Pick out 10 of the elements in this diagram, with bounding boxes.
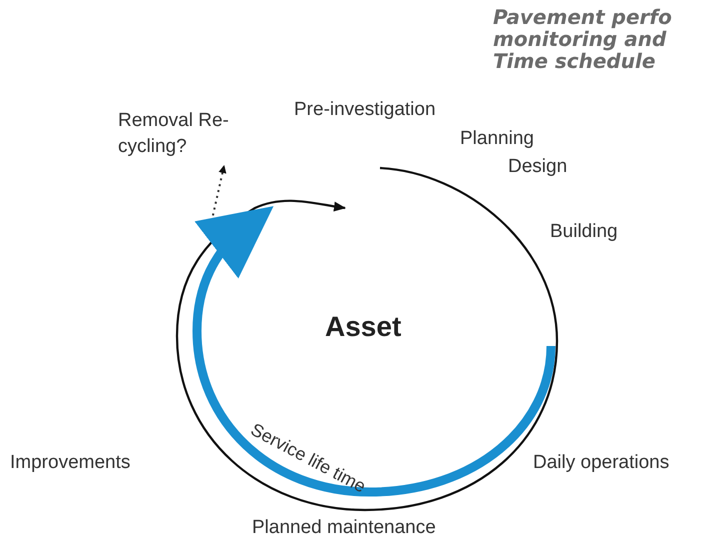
stage-label: Building bbox=[550, 220, 618, 244]
stage-label: Planning bbox=[460, 127, 534, 151]
stage-label: Daily operations bbox=[533, 451, 670, 475]
outcome-label: Removal Re-cycling? bbox=[118, 109, 230, 159]
stage-label: Improvements bbox=[10, 451, 130, 475]
title-text: Pavement perfo monitoring and Time schedule bbox=[493, 6, 673, 72]
stage-label: Pre-investigation bbox=[294, 98, 436, 122]
center-label: Asset bbox=[325, 310, 402, 344]
stage-label: Planned maintenance bbox=[252, 516, 436, 540]
stage-label: Design bbox=[508, 155, 568, 179]
